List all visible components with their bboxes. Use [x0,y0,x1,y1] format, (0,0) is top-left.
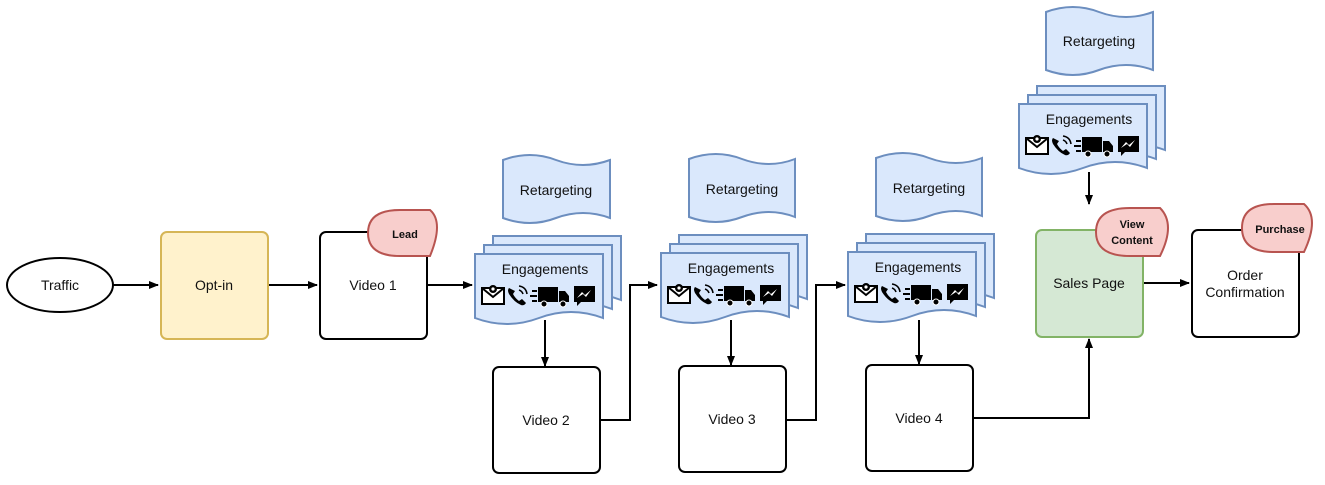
node-traffic-label: Traffic [41,277,79,293]
node-order-label-line2: Confirmation [1205,284,1284,300]
edge-video3-engagements3 [786,281,846,421]
engagements-2: Engagements [660,234,808,324]
edges [112,172,1190,421]
retargeting-3-label: Retargeting [893,180,965,196]
retargeting-4-label: Retargeting [1063,33,1135,49]
engagements-1: Engagements [474,235,622,325]
node-video1: Video 1 [319,231,428,340]
node-optin-label: Opt-in [195,277,233,293]
tag-view-content: View Content [1094,207,1169,257]
retargeting-2-label: Retargeting [706,181,778,197]
tag-view-content-line2: Content [1111,235,1153,247]
tag-purchase: Purchase [1240,203,1313,253]
retargeting-4: Retargeting [1045,6,1154,76]
node-sales-page: Sales Page [1035,229,1144,338]
retargeting-1: Retargeting [502,154,611,224]
edge-video4-salespage [973,338,1093,419]
node-video1-label: Video 1 [349,277,396,293]
node-sales-page-label: Sales Page [1053,275,1125,291]
retargeting-2: Retargeting [688,153,796,223]
tag-lead-label: Lead [392,229,418,241]
tag-purchase-label: Purchase [1255,224,1305,236]
node-traffic: Traffic [6,257,114,313]
engagements-2-label: Engagements [688,260,774,276]
node-optin: Opt-in [160,231,269,340]
engagements-3: Engagements [847,233,995,323]
engagements-4: Engagements [1018,85,1166,175]
node-video3: Video 3 [678,365,787,473]
engagements-3-label: Engagements [875,259,961,275]
node-order-confirmation: Order Confirmation [1191,229,1300,338]
engagements-4-label: Engagements [1046,111,1132,127]
retargeting-3: Retargeting [875,152,983,222]
node-video4-label: Video 4 [895,410,942,426]
node-order-label-line1: Order [1227,267,1263,283]
edge-video2-engagements2 [600,281,658,421]
node-video4: Video 4 [865,364,974,472]
node-video2: Video 2 [492,366,601,474]
node-video3-label: Video 3 [708,411,755,427]
node-video2-label: Video 2 [522,412,569,428]
tag-lead: Lead [366,209,438,257]
retargeting-1-label: Retargeting [520,182,592,198]
engagements-1-label: Engagements [502,261,588,277]
tag-view-content-line1: View [1120,219,1145,231]
